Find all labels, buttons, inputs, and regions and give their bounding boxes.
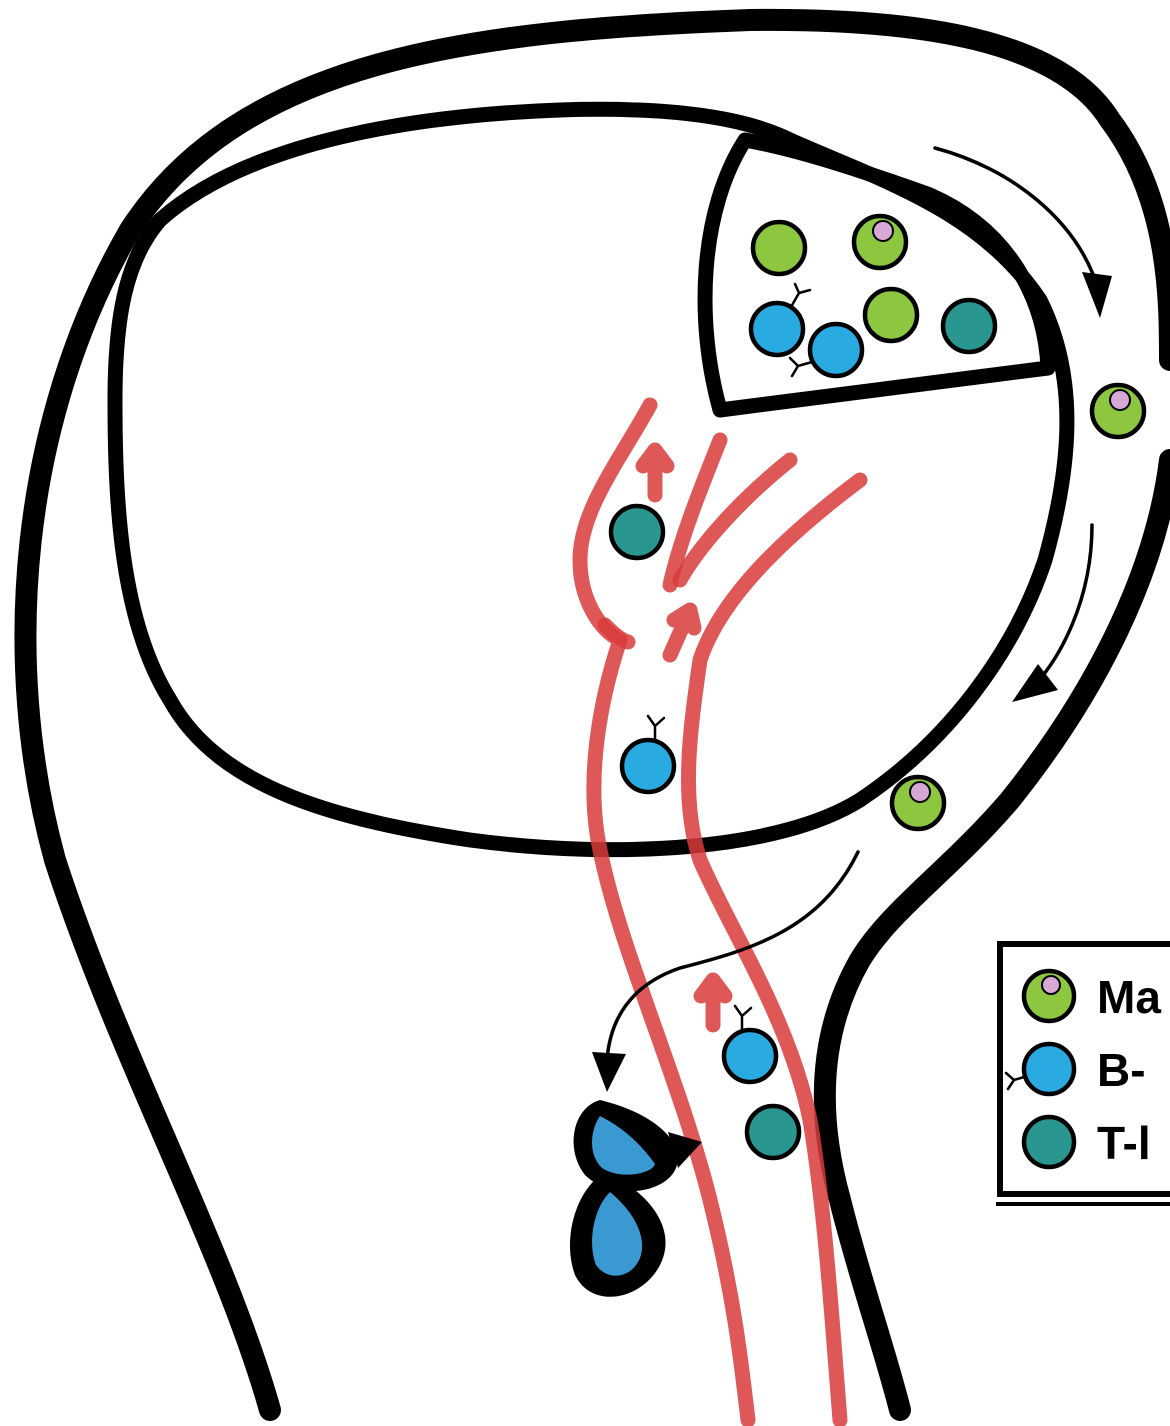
vessel-flow-arrow-top — [643, 450, 667, 495]
antibody-icon — [735, 1006, 751, 1030]
macrophage-cell — [865, 289, 917, 341]
flow-arrow-middle-right — [1030, 525, 1092, 690]
vessel-right-wall — [688, 480, 860, 1420]
antibody-icon — [791, 284, 810, 307]
antibody-icon — [790, 358, 812, 376]
plasma-cell — [570, 1172, 666, 1297]
vessel-flow-arrow-middle — [670, 610, 694, 655]
macrophage-inclusion — [1110, 390, 1130, 410]
follicle-zone — [705, 140, 1048, 410]
t-cell-icon — [1024, 1117, 1074, 1167]
b-cell — [751, 303, 803, 355]
t-cell — [611, 506, 663, 558]
b-cell — [622, 740, 674, 792]
capsule-inner-wall — [825, 460, 1170, 1410]
legend-label-macrophage: Ma — [1097, 971, 1161, 1023]
flow-arrowhead-top-right — [1082, 272, 1112, 318]
b-cell — [810, 324, 862, 376]
b-cell-icon — [1024, 1044, 1074, 1094]
legend-label-b-cell: B- — [1097, 1044, 1146, 1096]
follicle-cells — [751, 216, 995, 376]
vessel-flow-arrow-bottom — [701, 980, 725, 1025]
macrophage-inclusion — [910, 782, 930, 802]
antibody-icon — [648, 716, 664, 740]
legend: Ma B- T-l — [996, 944, 1170, 1204]
macrophage-inclusion — [1042, 976, 1060, 994]
t-cell — [943, 300, 995, 352]
macrophage-cell — [753, 222, 805, 274]
macrophage-inclusion — [873, 221, 893, 241]
legend-label-t-cell: T-l — [1097, 1117, 1151, 1169]
flow-arrowhead-efferent — [592, 1052, 626, 1092]
plasma-cell — [574, 1100, 678, 1191]
flow-arrowhead-middle-right — [1012, 664, 1058, 702]
t-cell — [747, 1106, 799, 1158]
flow-arrow-efferent — [607, 852, 858, 1060]
b-cell — [724, 1030, 776, 1082]
